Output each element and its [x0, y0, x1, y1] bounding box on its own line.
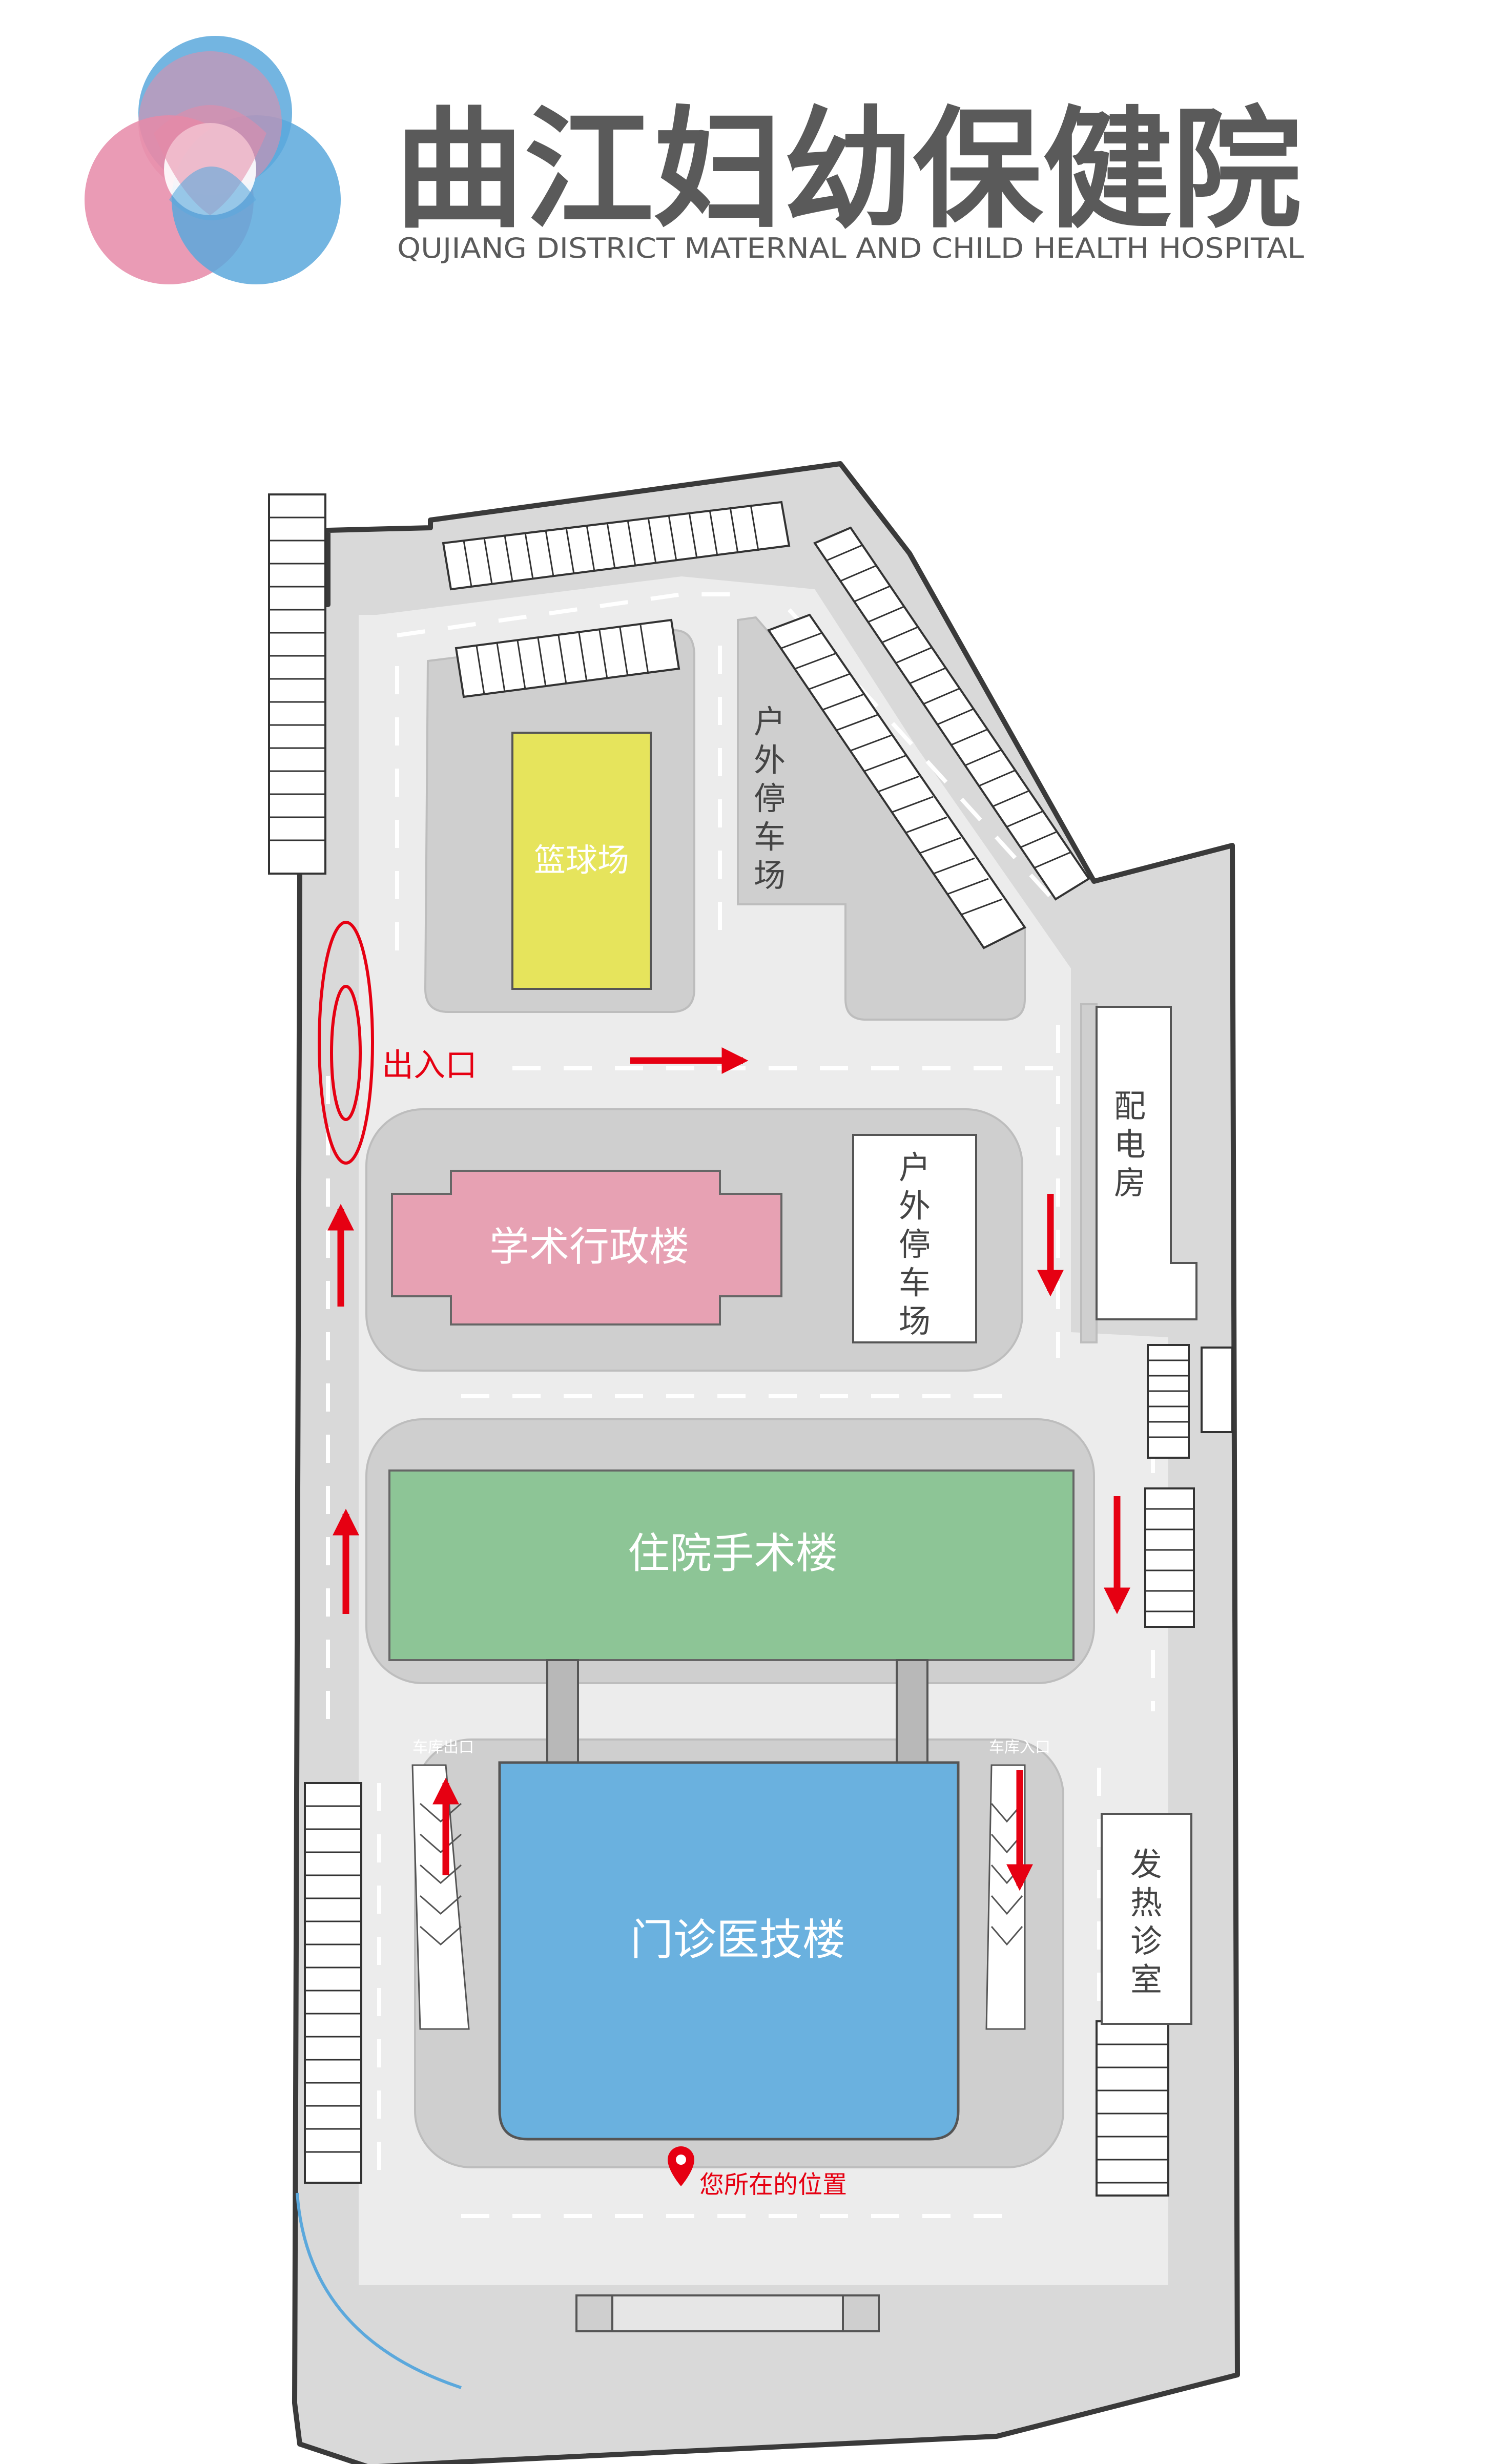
entrance-exit-label: 出入口 — [382, 1046, 477, 1084]
inpatient-surgery-label: 住院手术楼 — [628, 1529, 838, 1578]
svg-text:室: 室 — [1130, 1961, 1162, 1998]
svg-text:场: 场 — [899, 1302, 931, 1340]
basketball-court — [511, 732, 652, 990]
svg-text:外: 外 — [754, 741, 786, 779]
parking-stalls — [268, 493, 1233, 2197]
svg-text:房: 房 — [1114, 1164, 1146, 1202]
outpatient-medtech-building — [498, 1761, 960, 2141]
entrance-exit-marker — [318, 921, 374, 1165]
outdoor-parking-label-2: 户 外 停 车 场 — [899, 1149, 931, 1340]
academic-admin-label: 学术行政楼 — [489, 1224, 689, 1270]
svg-text:外: 外 — [899, 1187, 931, 1225]
garage-exit-label: 车库出口 — [412, 1738, 474, 1756]
power-room-label: 配 电 房 — [1114, 1087, 1146, 1202]
garage-ramps — [411, 1764, 1026, 2030]
svg-text:热: 热 — [1130, 1884, 1162, 1921]
main-gate — [575, 2294, 880, 2332]
svg-text:车: 车 — [899, 1264, 931, 1301]
power-room — [1096, 1006, 1197, 1320]
svg-text:发: 发 — [1130, 1846, 1162, 1883]
road-centerlines — [326, 592, 1155, 2218]
svg-text:配: 配 — [1114, 1087, 1146, 1125]
outpatient-medtech-label: 门诊医技楼 — [630, 1915, 845, 1965]
svg-text:车: 车 — [754, 818, 786, 856]
svg-text:停: 停 — [899, 1226, 931, 1263]
svg-text:诊: 诊 — [1130, 1922, 1162, 1960]
fever-clinic-label: 发 热 诊 室 — [1130, 1846, 1162, 1998]
hospital-logo — [85, 36, 341, 284]
outdoor-parking-2 — [852, 1134, 977, 1343]
svg-text:停: 停 — [754, 780, 786, 817]
hospital-title-cn: 曲江妇幼保健院 — [395, 94, 1302, 246]
svg-text:户: 户 — [899, 1149, 931, 1186]
you-are-here-marker — [668, 2146, 694, 2186]
outdoor-parking-label-1: 户 外 停 车 场 — [754, 703, 786, 894]
inpatient-surgery-building — [388, 1469, 1075, 1661]
svg-text:场: 场 — [754, 857, 786, 894]
corridors — [546, 1659, 928, 1769]
basketball-court-label: 篮球场 — [534, 841, 629, 879]
fever-clinic — [1101, 1813, 1192, 2025]
traffic-arrows — [327, 1047, 1130, 1891]
academic-admin-building — [391, 1170, 782, 1326]
hospital-title-en: QUJIANG DISTRICT MATERNAL AND CHILD HEAL… — [397, 232, 1304, 264]
svg-text:户: 户 — [754, 703, 786, 740]
svg-text:电: 电 — [1114, 1126, 1146, 1163]
you-are-here-label: 您所在的位置 — [699, 2170, 847, 2199]
garage-entry-label: 车库入口 — [989, 1738, 1050, 1756]
